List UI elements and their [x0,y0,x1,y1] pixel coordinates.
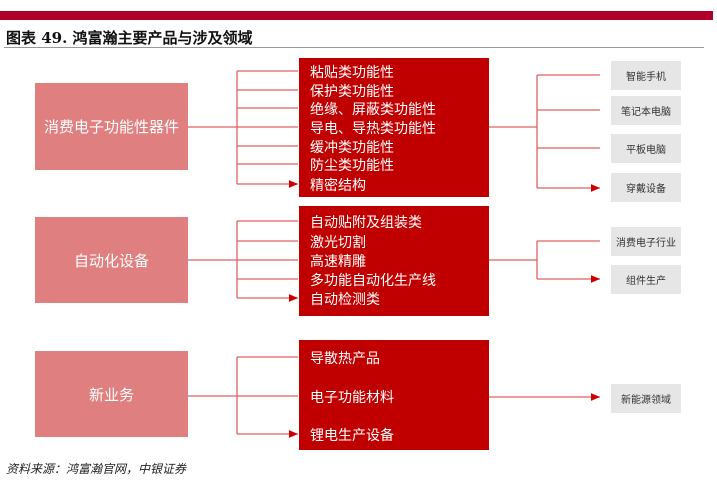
application-item: 消费电子行业 [611,227,681,256]
product-item: 多功能自动化生产线 [310,273,436,289]
product-item: 激光切割 [310,235,366,251]
product-item: 精密结构 [310,178,366,194]
products-box-3: 导散热产品 电子功能材料 锂电生产设备 [299,340,489,450]
products-box-2: 自动贴附及组装类 激光切割 高速精雕 多功能自动化生产线 自动检测类 [299,206,489,316]
product-item: 缓冲类功能性 [310,140,394,156]
category-new-business: 新业务 [35,351,188,437]
product-item: 防尘类功能性 [310,158,394,174]
header-bar [0,11,713,20]
product-item: 锂电生产设备 [310,428,394,444]
product-item: 电子功能材料 [310,390,394,406]
figure-title: 图表 49. 鸿富瀚主要产品与涉及领域 [6,29,253,47]
products-box-1: 粘贴类功能性 保护类功能性 绝缘、屏蔽类功能性 导电、导热类功能性 缓冲类功能性… [299,58,489,197]
product-item: 导电、导热类功能性 [310,121,436,137]
source-note: 资料来源：鸿富瀚官网，中银证券 [6,462,187,476]
application-item: 智能手机 [611,61,681,90]
product-item: 粘贴类功能性 [310,65,394,81]
category-consumer-electronics: 消费电子功能性器件 [35,83,188,170]
product-item: 自动贴附及组装类 [310,215,422,231]
product-item: 保护类功能性 [310,84,394,100]
application-item: 组件生产 [611,265,681,294]
application-item: 平板电脑 [611,134,681,163]
product-item: 导散热产品 [310,351,380,367]
product-item: 自动检测类 [310,292,380,308]
application-item: 穿戴设备 [611,173,681,202]
title-divider [4,47,704,48]
product-item: 绝缘、屏蔽类功能性 [310,102,436,118]
product-item: 高速精雕 [310,254,366,270]
application-item: 笔记本电脑 [611,96,681,125]
application-item: 新能源领域 [611,384,681,413]
category-automation: 自动化设备 [35,217,188,303]
